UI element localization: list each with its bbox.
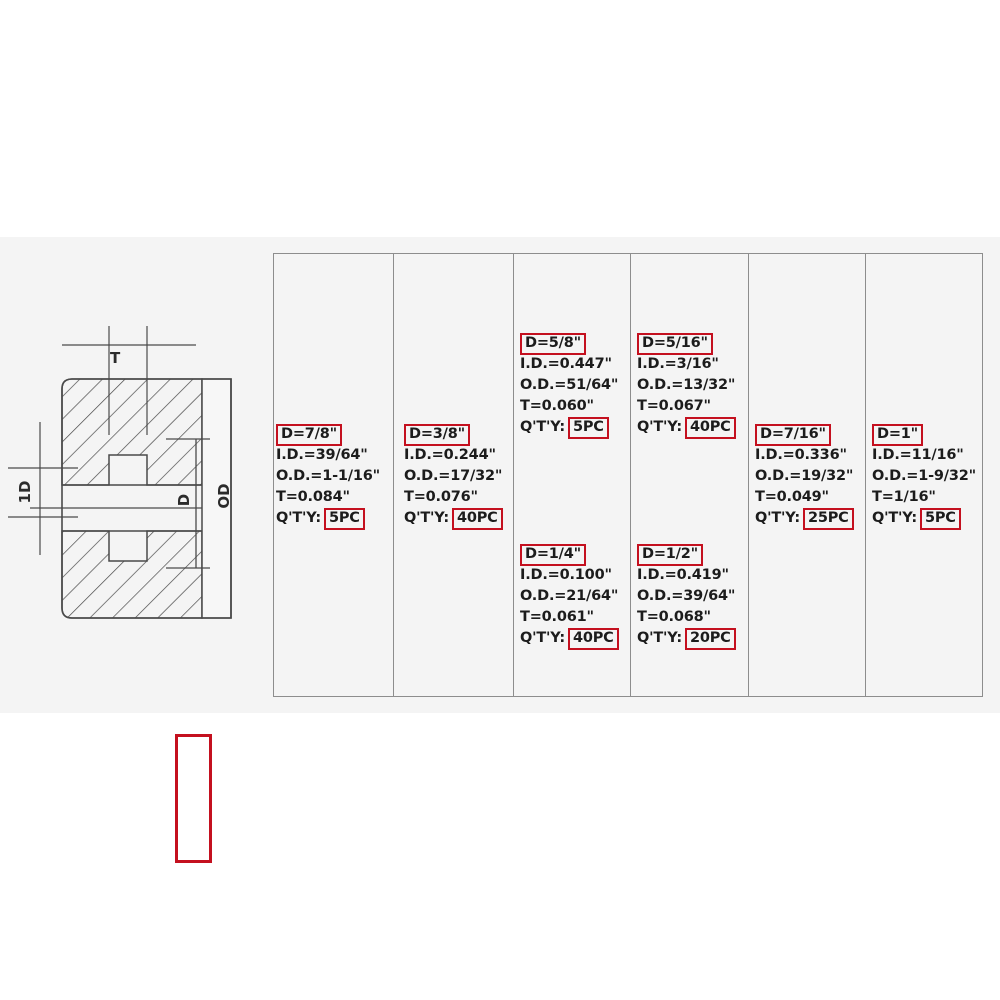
spec-qty-label: Q'T'Y:	[872, 510, 917, 526]
table-outer-border	[273, 253, 983, 697]
column-divider-2	[513, 253, 514, 697]
spec-t-value: T=0.084"	[276, 489, 350, 505]
spec-d-value: D=7/8"	[276, 423, 343, 446]
bore-channel	[30, 484, 202, 532]
spec-block-col2: D=3/8" I.D.=0.244" O.D.=17/32" T=0.076" …	[404, 423, 503, 530]
column-divider-5	[865, 253, 866, 697]
spec-block-col6: D=1" I.D.=11/16" O.D.=1-9/32" T=1/16" Q'…	[872, 423, 977, 530]
spec-block-col3-lower: D=1/4" I.D.=0.100" O.D.=21/64" T=0.061" …	[520, 543, 619, 650]
bore-diameter-dimension	[166, 438, 210, 569]
spec-block-col3-upper: D=5/8" I.D.=0.447" O.D.=51/64" T=0.060" …	[520, 332, 619, 439]
label-bore-diameter: D	[175, 493, 193, 507]
spec-od-value: O.D.=39/64"	[637, 588, 736, 604]
label-thickness: T	[110, 349, 121, 367]
spec-t-value: T=0.060"	[520, 398, 594, 414]
spec-id-value: I.D.=0.100"	[520, 567, 612, 583]
spec-table-grid	[273, 253, 983, 697]
label-inner-diameter: 1D	[16, 480, 34, 504]
spec-qty-value: 20PC	[684, 627, 736, 650]
spec-d-value: D=5/16"	[637, 332, 713, 355]
spec-block-col4-upper: D=5/16" I.D.=3/16" O.D.=13/32" T=0.067" …	[637, 332, 736, 439]
spec-d-value: D=1/4"	[520, 543, 587, 566]
spec-t-value: T=1/16"	[872, 489, 936, 505]
spec-od-value: O.D.=51/64"	[520, 377, 619, 393]
spec-qty-value: 5PC	[323, 507, 365, 530]
spec-qty-label: Q'T'Y:	[637, 419, 682, 435]
spec-d-value: D=1"	[872, 423, 924, 446]
spec-qty-value: 25PC	[802, 507, 854, 530]
technical-drawing	[0, 300, 262, 863]
spec-t-value: T=0.068"	[637, 609, 711, 625]
spec-t-value: T=0.049"	[755, 489, 829, 505]
spec-id-value: I.D.=0.419"	[637, 567, 729, 583]
cross-section-svg	[8, 326, 232, 619]
column-divider-1	[393, 253, 394, 697]
spec-qty-label: Q'T'Y:	[755, 510, 800, 526]
bore-diameter-highlight-box	[175, 734, 212, 863]
spec-id-value: I.D.=11/16"	[872, 447, 964, 463]
spec-d-value: D=3/8"	[404, 423, 471, 446]
spec-qty-label: Q'T'Y:	[276, 510, 321, 526]
spec-id-value: I.D.=39/64"	[276, 447, 368, 463]
spec-qty-label: Q'T'Y:	[637, 630, 682, 646]
spec-qty-value: 40PC	[684, 416, 736, 439]
column-divider-3	[630, 253, 631, 697]
spec-od-value: O.D.=1-9/32"	[872, 468, 977, 484]
collar-body	[61, 378, 232, 619]
spec-block-col5: D=7/16" I.D.=0.336" O.D.=19/32" T=0.049"…	[755, 423, 854, 530]
spec-od-value: O.D.=19/32"	[755, 468, 854, 484]
label-outer-diameter: OD	[215, 483, 233, 509]
spec-block-col1: D=7/8" I.D.=39/64" O.D.=1-1/16" T=0.084"…	[276, 423, 381, 530]
spec-id-value: I.D.=0.336"	[755, 447, 847, 463]
spec-id-value: I.D.=3/16"	[637, 356, 719, 372]
spec-block-col4-lower: D=1/2" I.D.=0.419" O.D.=39/64" T=0.068" …	[637, 543, 736, 650]
spec-qty-label: Q'T'Y:	[520, 419, 565, 435]
spec-qty-value: 40PC	[567, 627, 619, 650]
spec-qty-label: Q'T'Y:	[404, 510, 449, 526]
spec-id-value: I.D.=0.447"	[520, 356, 612, 372]
spec-qty-label: Q'T'Y:	[520, 630, 565, 646]
spec-qty-value: 5PC	[919, 507, 961, 530]
spec-qty-value: 40PC	[451, 507, 503, 530]
spec-t-value: T=0.061"	[520, 609, 594, 625]
spec-od-value: O.D.=21/64"	[520, 588, 619, 604]
spec-d-value: D=7/16"	[755, 423, 831, 446]
spec-od-value: O.D.=1-1/16"	[276, 468, 381, 484]
column-divider-4	[748, 253, 749, 697]
spec-t-value: T=0.076"	[404, 489, 478, 505]
spec-qty-value: 5PC	[567, 416, 609, 439]
spec-d-value: D=5/8"	[520, 332, 587, 355]
spec-t-value: T=0.067"	[637, 398, 711, 414]
spec-id-value: I.D.=0.244"	[404, 447, 496, 463]
spec-od-value: O.D.=13/32"	[637, 377, 736, 393]
spec-d-value: D=1/2"	[637, 543, 704, 566]
spec-od-value: O.D.=17/32"	[404, 468, 503, 484]
